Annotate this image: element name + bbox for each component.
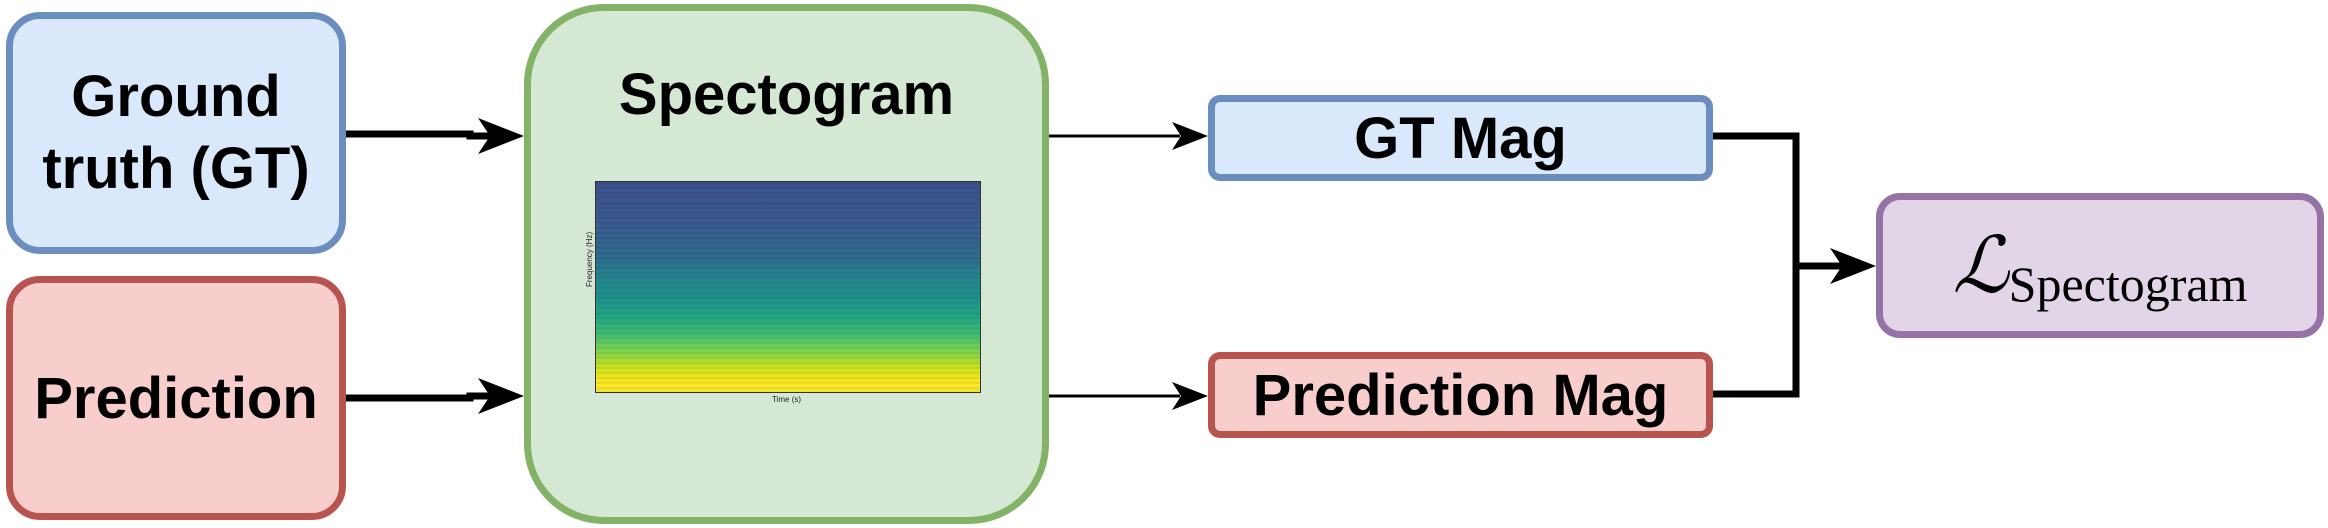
ground-truth-label-line2: truth (GT) <box>42 136 310 201</box>
loss-subscript: Spectogram <box>2008 255 2248 312</box>
prediction-node: Prediction <box>6 276 346 520</box>
connector-gtmag-to-loss <box>1713 132 1800 398</box>
spectogram-title: Spectogram <box>618 62 955 127</box>
arrow-gt-to-spectogram <box>346 130 490 140</box>
arrowhead-prediction-to-spectogram <box>478 378 524 414</box>
spectrogram-image <box>595 181 981 393</box>
prediction-mag-label: Prediction Mag <box>1252 362 1669 428</box>
arrowhead-merge-to-loss <box>1830 248 1876 284</box>
prediction-mag-node: Prediction Mag <box>1208 352 1713 438</box>
prediction-label: Prediction <box>34 365 318 431</box>
gt-mag-label: GT Mag <box>1354 105 1567 171</box>
arrowhead-spectogram-to-predmag <box>1172 382 1208 410</box>
gt-mag-node: GT Mag <box>1208 95 1713 181</box>
spectrogram-ylabel: Frequency (Hz) <box>585 231 594 287</box>
arrowhead-gt-to-spectogram <box>478 118 524 154</box>
ground-truth-label-line1: Ground <box>71 64 281 129</box>
loss-symbol: ℒ <box>1952 220 2009 311</box>
spectrogram-xlabel: Time (s) <box>772 395 802 404</box>
arrowhead-spectogram-to-gtmag <box>1172 122 1208 150</box>
arrow-prediction-to-spectogram <box>346 392 490 402</box>
ground-truth-node: Ground truth (GT) <box>6 12 346 254</box>
